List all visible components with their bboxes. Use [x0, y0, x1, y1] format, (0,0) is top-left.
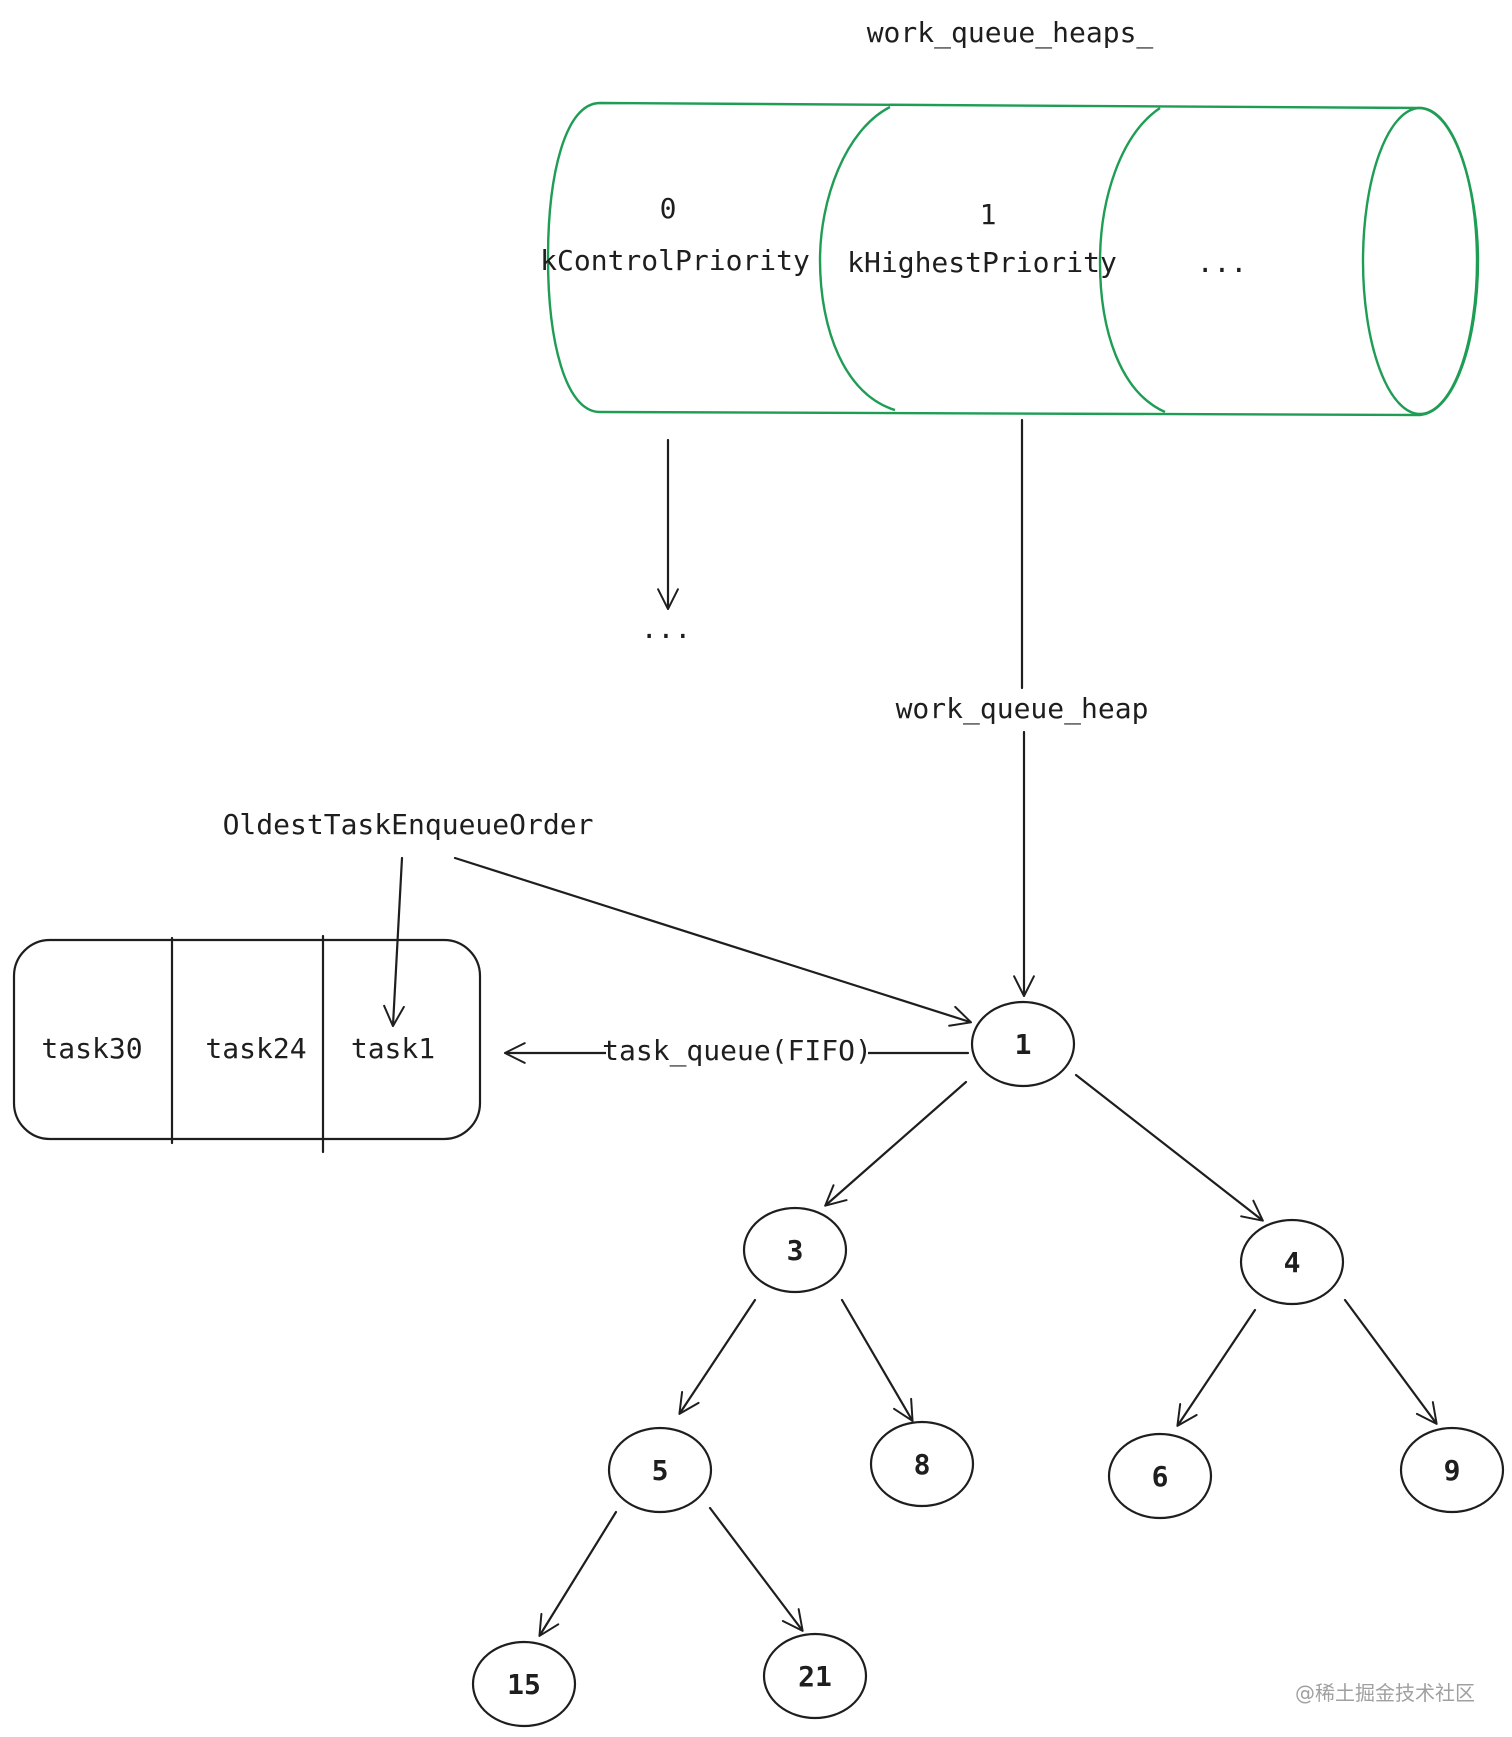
edge-1-4 [1074, 1073, 1264, 1222]
cylinder-end-cap [1361, 106, 1479, 416]
edge-3-8 [840, 1298, 914, 1422]
node-circle [970, 1000, 1076, 1088]
node-label: 6 [1152, 1460, 1169, 1493]
oldest-label: OldestTaskEnqueueOrder [223, 808, 594, 841]
tree-node-8: 8 [869, 1420, 975, 1508]
task-0-label: task30 [41, 1032, 142, 1065]
heaps-cylinder [546, 101, 1480, 417]
node-label: 1 [1015, 1028, 1032, 1061]
heap0-continuation: ... [641, 612, 692, 645]
heap-link-label: work_queue_heap [896, 692, 1149, 726]
node-label: 8 [914, 1448, 931, 1481]
edge-4-9 [1343, 1298, 1438, 1425]
node-circle [869, 1420, 975, 1508]
node-label: 5 [652, 1454, 669, 1487]
task-queue-border [12, 938, 482, 1141]
tree-node-5: 5 [607, 1426, 713, 1514]
task-queue-label-bg [606, 1030, 868, 1066]
heap-1-index: 1 [980, 198, 997, 231]
task-2-label: task1 [351, 1032, 435, 1065]
tree-node-6: 6 [1107, 1432, 1213, 1520]
task-1-label: task24 [205, 1032, 306, 1065]
heaps-title: work_queue_heaps_ [867, 16, 1154, 50]
node-circle [1107, 1432, 1213, 1520]
tree-node-3: 3 [742, 1206, 848, 1294]
edge-1-3 [824, 1080, 968, 1207]
node-circle [742, 1206, 848, 1294]
heap-2-name: ... [1197, 246, 1248, 279]
oldest-to-task1-arrow [383, 856, 405, 1028]
node-circle [762, 1632, 868, 1720]
node-circle [607, 1426, 713, 1514]
node-circle [1399, 1426, 1505, 1514]
heap-0-name: kControlPriority [540, 244, 810, 277]
heap-divider-2 [1098, 107, 1166, 414]
node-circle [1239, 1218, 1345, 1306]
heap-1-name: kHighestPriority [847, 246, 1117, 279]
heap-0-index: 0 [660, 192, 677, 225]
watermark: @稀土掘金技术社区 [1295, 1681, 1475, 1705]
edge-3-5 [678, 1298, 757, 1415]
node-label: 21 [798, 1660, 832, 1693]
edge-5-21 [708, 1506, 804, 1632]
oldest-to-root-arrow [453, 856, 973, 1027]
task-queue-box [12, 934, 482, 1154]
tree-node-4: 4 [1239, 1218, 1345, 1306]
node-circle [471, 1640, 577, 1728]
heap-divider-1 [818, 105, 896, 412]
tree-node-15: 15 [471, 1640, 577, 1728]
edge-4-6 [1176, 1308, 1257, 1427]
node-label: 4 [1284, 1246, 1301, 1279]
node-label: 15 [507, 1668, 541, 1701]
task-queue-label: task_queue(FIFO) [602, 1034, 872, 1068]
tree-edges [538, 1073, 1438, 1637]
node-label: 9 [1444, 1454, 1461, 1487]
tree-node-21: 21 [762, 1632, 868, 1720]
tree-node-9: 9 [1399, 1426, 1505, 1514]
edge-5-15 [538, 1510, 618, 1637]
node-label: 3 [787, 1234, 804, 1267]
tree-node-root: 1 [970, 1000, 1076, 1088]
